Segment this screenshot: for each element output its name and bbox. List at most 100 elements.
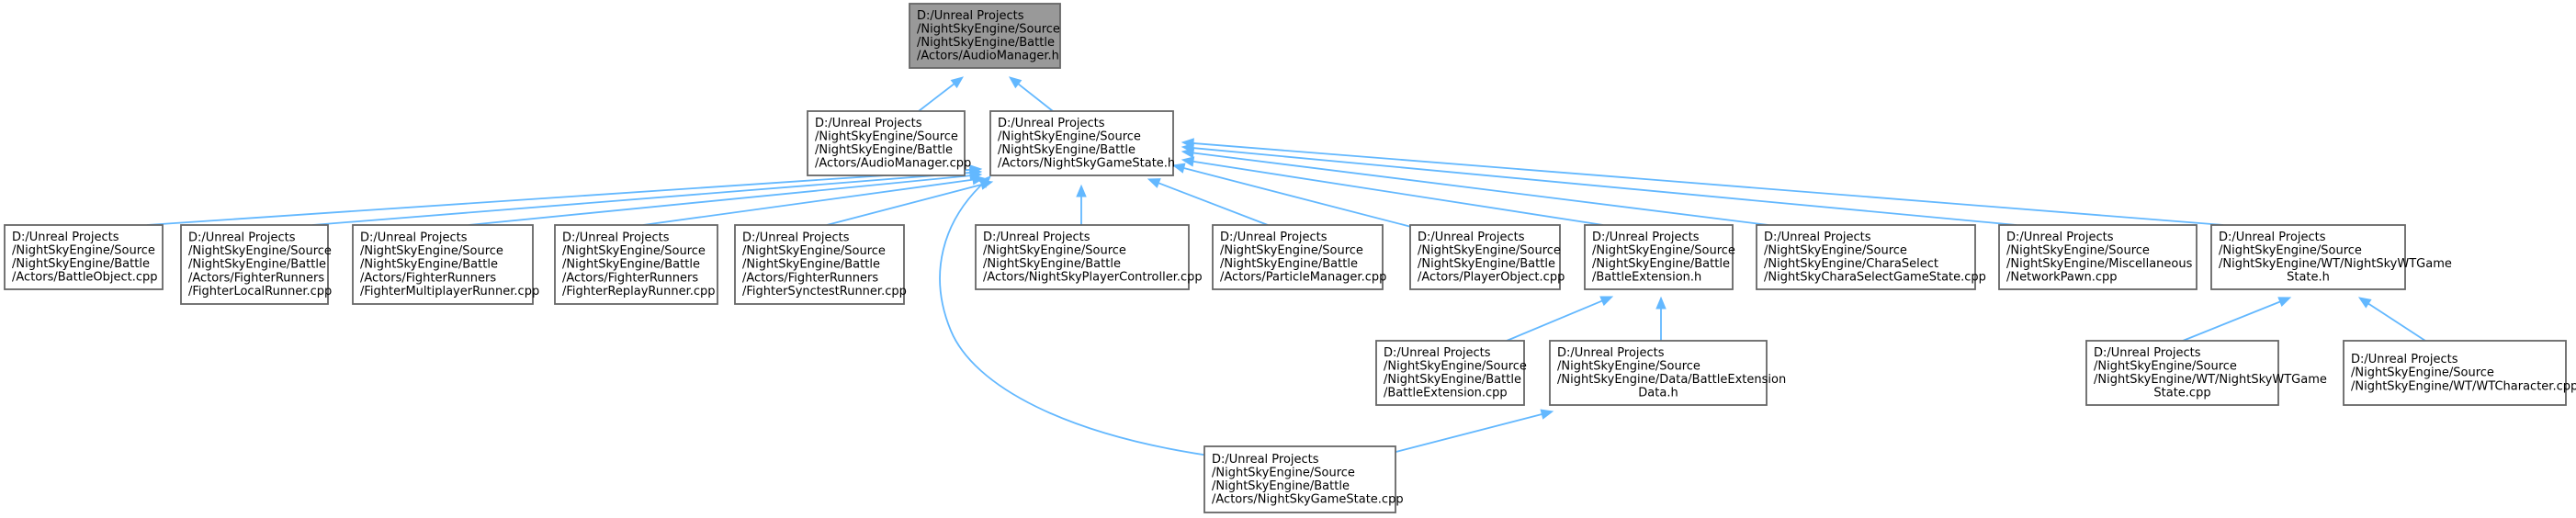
node-label-line: D:/Unreal Projects bbox=[1592, 231, 1700, 244]
edge-nightskygamestate_cpp-to-nightskygamestate_h bbox=[939, 175, 1223, 458]
node-label-line: /NightSkyEngine/Source bbox=[1764, 243, 1907, 257]
node-label-line: /NightSkyEngine/Battle bbox=[188, 258, 326, 272]
node-label-line: /NightSkyEngine/WT/NightSkyWTGame bbox=[2219, 257, 2452, 271]
node-label-line: /Actors/PlayerObject.cpp bbox=[1418, 271, 1565, 285]
node-networkpawn_cpp[interactable]: D:/Unreal Projects/NightSkyEngine/Source… bbox=[1998, 224, 2198, 290]
edge-charaselectgamestate_cpp-to-nightskygamestate_h bbox=[1181, 147, 1769, 226]
node-label-line: D:/Unreal Projects bbox=[1764, 231, 1871, 244]
node-label-line: /NightSkyEngine/Source bbox=[2219, 243, 2362, 257]
edge-line bbox=[2182, 299, 2283, 342]
edges-layer bbox=[146, 76, 2426, 458]
edge-audiomanager_cpp-to-audiomanager_h bbox=[918, 76, 965, 112]
node-label-line: D:/Unreal Projects bbox=[1212, 453, 1319, 467]
node-particlemanager_cpp[interactable]: D:/Unreal Projects/NightSkyEngine/Source… bbox=[1212, 224, 1386, 290]
node-nightskywtgamestate_cpp[interactable]: D:/Unreal Projects/NightSkyEngine/Source… bbox=[2085, 340, 2327, 406]
arrowhead bbox=[1181, 156, 1195, 167]
edge-fighterlocalrunner_cpp-to-nightskygamestate_h bbox=[311, 167, 983, 226]
node-box bbox=[4, 224, 164, 290]
node-box bbox=[1549, 340, 1768, 406]
node-fightersynctestrunner_cpp[interactable]: D:/Unreal Projects/NightSkyEngine/Source… bbox=[734, 224, 907, 305]
node-battleextensiondata_h[interactable]: D:/Unreal Projects/NightSkyEngine/Source… bbox=[1549, 340, 1786, 406]
node-fighterlocalrunner_cpp[interactable]: D:/Unreal Projects/NightSkyEngine/Source… bbox=[180, 224, 332, 305]
node-box bbox=[1756, 224, 1976, 290]
node-nightskywtgamestate_h[interactable]: D:/Unreal Projects/NightSkyEngine/Source… bbox=[2210, 224, 2452, 290]
node-label-line: /NightSkyEngine/Source bbox=[917, 22, 1060, 36]
node-label-line: /NightSkyEngine/Source bbox=[1592, 243, 1735, 257]
arrowhead bbox=[1147, 178, 1161, 188]
node-box bbox=[2210, 224, 2406, 290]
node-label-line: D:/Unreal Projects bbox=[998, 117, 1105, 130]
node-label-line: /Actors/FighterRunners bbox=[360, 271, 496, 285]
node-box bbox=[1409, 224, 1561, 290]
node-label-line: /BattleExtension.h bbox=[1592, 271, 1701, 285]
edge-battleextension_cpp-to-battleextension_h bbox=[1506, 296, 1614, 342]
edge-line bbox=[826, 183, 984, 226]
node-fighterreplayrunner_cpp[interactable]: D:/Unreal Projects/NightSkyEngine/Source… bbox=[554, 224, 718, 305]
node-fightermultiplayerrunner_cpp[interactable]: D:/Unreal Projects/NightSkyEngine/Source… bbox=[352, 224, 539, 305]
node-label-line: /NightSkyEngine/Battle bbox=[742, 258, 880, 272]
node-wtcharacter_cpp[interactable]: D:/Unreal Projects/NightSkyEngine/Source… bbox=[2343, 340, 2576, 406]
arrowhead bbox=[1655, 296, 1666, 310]
edge-playerobject_cpp-to-nightskygamestate_h bbox=[1171, 163, 1416, 229]
edge-line bbox=[468, 175, 973, 226]
node-label-line: /NightSkyEngine/CharaSelect bbox=[1764, 257, 1938, 271]
node-label-line: D:/Unreal Projects bbox=[742, 231, 850, 245]
node-audiomanager_h: D:/Unreal Projects/NightSkyEngine/Source… bbox=[909, 3, 1061, 69]
node-label-line: /FighterReplayRunner.cpp bbox=[562, 285, 716, 298]
node-nightskyplayercontroller_cpp[interactable]: D:/Unreal Projects/NightSkyEngine/Source… bbox=[975, 224, 1203, 290]
arrowhead bbox=[1599, 296, 1614, 307]
node-label-line: /NightSkyEngine/Battle bbox=[360, 258, 498, 272]
node-battleobject_cpp[interactable]: D:/Unreal Projects/NightSkyEngine/Source… bbox=[4, 224, 164, 290]
node-label-line: /NightSkyEngine/Miscellaneous bbox=[2006, 257, 2193, 271]
node-box bbox=[807, 110, 966, 176]
node-nightskygamestate_cpp[interactable]: D:/Unreal Projects/NightSkyEngine/Source… bbox=[1203, 445, 1404, 513]
node-label-line: /NightSkyEngine/WT/WTCharacter.cpp bbox=[2351, 379, 2576, 393]
node-label-line: D:/Unreal Projects bbox=[562, 231, 670, 245]
edge-battleextensiondata_h-to-battleextension_h bbox=[1655, 296, 1666, 341]
edge-line bbox=[1016, 82, 1054, 112]
node-label-line: /Actors/NightSkyGameState.cpp bbox=[1212, 493, 1404, 507]
node-audiomanager_cpp[interactable]: D:/Unreal Projects/NightSkyEngine/Source… bbox=[807, 110, 971, 176]
node-label-line: /NightSkyEngine/Battle bbox=[562, 258, 700, 272]
node-label-line: /NightSkyEngine/Source bbox=[1418, 243, 1561, 257]
node-charaselectgamestate_cpp[interactable]: D:/Unreal Projects/NightSkyEngine/Source… bbox=[1756, 224, 1986, 290]
edge-line bbox=[939, 179, 1223, 458]
edge-wtcharacter_cpp-to-nightskywtgamestate_h bbox=[2357, 297, 2426, 342]
node-box bbox=[554, 224, 718, 305]
node-label-line: /NightSkyEngine/Battle bbox=[12, 257, 150, 271]
node-label-line: /FighterMultiplayerRunner.cpp bbox=[360, 285, 539, 298]
node-box bbox=[1375, 340, 1525, 406]
node-label-line: State.h bbox=[2287, 271, 2330, 285]
arrowhead bbox=[2357, 297, 2372, 309]
node-label-line: D:/Unreal Projects bbox=[917, 9, 1024, 23]
node-label-line: /NightSkyEngine/Source bbox=[562, 244, 706, 258]
node-nightskygamestate_h[interactable]: D:/Unreal Projects/NightSkyEngine/Source… bbox=[989, 110, 1175, 176]
node-label-line: D:/Unreal Projects bbox=[1384, 346, 1491, 360]
node-label-line: /Actors/AudioManager.h bbox=[917, 50, 1059, 63]
node-box bbox=[2343, 340, 2567, 406]
node-label-line: /NightSkyEngine/Source bbox=[2006, 243, 2150, 257]
node-battleextension_h[interactable]: D:/Unreal Projects/NightSkyEngine/Source… bbox=[1584, 224, 1735, 290]
node-battleextension_cpp[interactable]: D:/Unreal Projects/NightSkyEngine/Source… bbox=[1375, 340, 1527, 406]
edge-nightskywtgamestate_cpp-to-nightskywtgamestate_h bbox=[2182, 297, 2292, 342]
arrowhead bbox=[1008, 76, 1022, 89]
arrowhead bbox=[1540, 409, 1554, 420]
node-label-line: /NightSkyEngine/Source bbox=[1212, 466, 1355, 479]
node-label-line: /NightSkyEngine/WT/NightSkyWTGame bbox=[2094, 373, 2327, 387]
node-label-line: /Actors/NightSkyGameState.h bbox=[998, 157, 1175, 171]
node-label-line: /NightSkyEngine/Battle bbox=[1212, 479, 1350, 493]
arrowhead bbox=[1181, 138, 1194, 149]
node-label-line: /Actors/FighterRunners bbox=[188, 271, 324, 285]
node-label-line: /NightSkyEngine/Source bbox=[2351, 366, 2494, 380]
edge-line bbox=[311, 171, 973, 226]
node-label-line: /NightSkyEngine/Battle bbox=[1418, 257, 1555, 271]
node-label-line: /NightSkyEngine/Source bbox=[815, 130, 958, 143]
node-label-line: Data.h bbox=[1638, 387, 1678, 400]
node-label-line: D:/Unreal Projects bbox=[12, 231, 119, 244]
node-box bbox=[352, 224, 534, 305]
edge-networkpawn_cpp-to-nightskygamestate_h bbox=[1181, 142, 2017, 226]
node-playerobject_cpp[interactable]: D:/Unreal Projects/NightSkyEngine/Source… bbox=[1409, 224, 1565, 290]
node-label-line: /NightSkyEngine/Battle bbox=[917, 36, 1055, 50]
node-label-line: /Actors/ParticleManager.cpp bbox=[1220, 271, 1386, 285]
